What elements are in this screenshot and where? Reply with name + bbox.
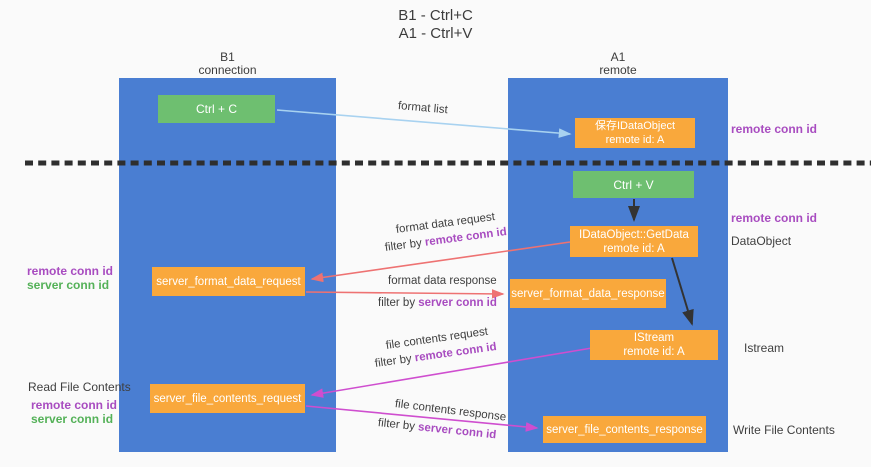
idataobject-getdata-box: IDataObject::GetData remote id: A: [570, 226, 698, 257]
server-format-data-request-box: server_format_data_request: [152, 267, 305, 296]
right-column-subtitle: remote: [599, 63, 637, 77]
istream-side-label: Istream: [744, 341, 785, 355]
filter-by-prefix: filter by: [378, 297, 419, 309]
server-file-contents-request-label: server_file_contents_request: [153, 392, 302, 405]
right-remote-conn-id-mid-label: remote conn id: [731, 211, 818, 225]
filter-by-prefix: filter by: [374, 352, 416, 370]
read-file-contents-label: Read File Contents: [28, 380, 131, 394]
ctrl-v-label: Ctrl + V: [613, 177, 654, 192]
filter-by-prefix: filter by: [377, 417, 419, 434]
left-server-conn-id-bottom-label: server conn id: [31, 412, 114, 426]
left-column-subtitle: connection: [198, 63, 257, 77]
title-line-1: B1 - Ctrl+C: [398, 7, 473, 24]
server-file-contents-response-label: server_file_contents_response: [546, 423, 703, 436]
format-list-label: format list: [397, 100, 449, 117]
dataobject-label: DataObject: [731, 234, 792, 248]
format-data-response-label: format data response: [388, 275, 497, 287]
save-idataobject-line2: remote id: A: [605, 134, 665, 146]
left-column-header: B1 connection: [119, 51, 336, 77]
diagram-title: B1 - Ctrl+C A1 - Ctrl+V: [0, 7, 871, 43]
right-column-header: A1 remote: [508, 51, 728, 77]
ctrl-v-box: Ctrl + V: [573, 171, 694, 198]
server-format-data-response-label: server_format_data_response: [511, 287, 665, 300]
file-contents-response-filter-label: filter by server conn id: [377, 417, 496, 441]
filter-by-value: server conn id: [417, 421, 497, 442]
server-format-data-response-box: server_format_data_response: [510, 279, 666, 308]
server-file-contents-response-box: server_file_contents_response: [543, 416, 706, 443]
right-column-name: A1: [610, 50, 626, 64]
filter-by-prefix: filter by: [384, 236, 426, 254]
getdata-line2: remote id: A: [603, 242, 665, 255]
server-file-contents-request-box: server_file_contents_request: [150, 384, 305, 413]
left-conn-id-group-top: remote conn id server conn id: [27, 264, 113, 292]
istream-box: IStream remote id: A: [590, 330, 718, 360]
right-remote-conn-id-top-label: remote conn id: [731, 122, 818, 136]
server-format-data-request-label: server_format_data_request: [156, 275, 301, 288]
write-file-contents-label: Write File Contents: [733, 423, 835, 437]
left-remote-conn-id-bottom-label: remote conn id: [31, 398, 118, 412]
istream-line2: remote id: A: [623, 346, 685, 358]
title-line-2: A1 - Ctrl+V: [398, 25, 473, 42]
left-remote-conn-id-top-label: remote conn id: [27, 264, 114, 278]
left-server-conn-id-top-label: server conn id: [27, 278, 110, 292]
ctrl-c-label: Ctrl + C: [195, 102, 237, 116]
getdata-line1: IDataObject::GetData: [579, 228, 689, 241]
filter-by-value: server conn id: [418, 297, 497, 309]
format-data-response-filter-label: filter by server conn id: [378, 297, 497, 309]
left-column-name: B1: [220, 50, 235, 64]
ctrl-c-box: Ctrl + C: [158, 95, 275, 123]
save-idataobject-box: 保存IDataObject remote id: A: [575, 118, 695, 148]
istream-line1: IStream: [633, 332, 675, 344]
save-idataobject-line1: 保存IDataObject: [594, 120, 676, 132]
